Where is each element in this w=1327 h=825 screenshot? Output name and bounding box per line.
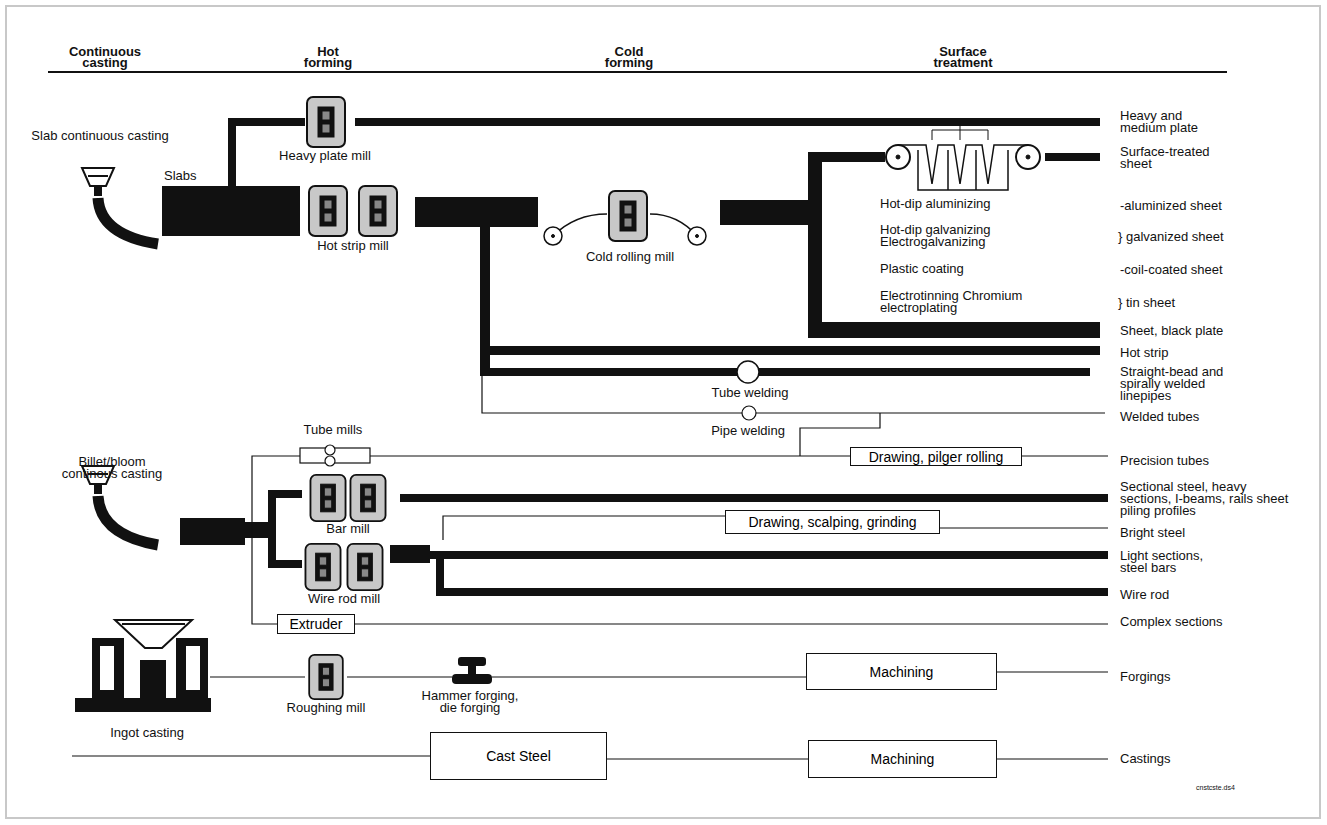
column-header: Continuous casting [55,46,155,68]
process-label: Roughing mill [271,702,381,714]
process-label: Heavy plate mill [265,150,385,162]
process-label: Cold rolling mill [565,251,695,263]
process-label: Ingot casting [92,727,202,739]
process-label: Sheet, black plate [1120,325,1320,337]
process-label: } galvanized sheet [1118,231,1318,243]
box-text: Cast Steel [480,748,557,764]
process-label: Billet/bloom continous casting [52,456,172,480]
process-label: Light sections, steel bars [1120,550,1220,574]
process-box: Extruder [277,614,355,634]
flow-connector [607,759,808,760]
column-header: Cold forming [591,46,667,68]
process-label: Hammer forging, die forging [415,690,525,714]
process-label: Pipe welding [698,425,798,437]
process-label: Heavy and medium plate [1120,110,1215,134]
box-text: Machining [864,664,940,680]
process-label: Wire rod [1120,589,1320,601]
process-label: -aluminized sheet [1120,200,1320,212]
slab-line [82,97,1105,456]
process-box: Drawing, scalping, grinding [725,510,940,534]
process-box: Machining [806,653,997,690]
process-label: Tube mills [283,424,383,436]
process-label: Surface-treated sheet [1120,146,1220,170]
connector-line [607,758,808,759]
process-label: Plastic coating [880,263,1030,275]
process-label: Sectional steel, heavy sections, I-beams… [1120,481,1290,517]
process-label: Complex sections [1120,616,1320,628]
page-frame [6,6,1320,818]
process-label: Slabs [164,170,224,182]
process-label: } tin sheet [1118,297,1318,309]
process-label: -coil-coated sheet [1120,264,1320,276]
process-label: Welded tubes [1120,411,1320,423]
process-label: Forgings [1120,671,1320,683]
process-label: Slab continuous casting [30,130,170,142]
box-text: Extruder [284,616,349,632]
process-label: Straight-bead and spirally welded linepi… [1120,366,1240,402]
billet-line [82,445,1108,624]
process-label: Bar mill [298,523,398,535]
process-box: Drawing, pilger rolling [850,447,1022,466]
process-label: Hot strip [1120,347,1320,359]
process-label: Bright steel [1120,527,1320,539]
process-label: Wire rod mill [289,593,399,605]
process-label: Electrotinning Chromium electroplating [880,290,1070,314]
process-label: Hot-dip galvanizing Electrogalvanizing [880,224,1030,248]
box-text: Machining [865,751,941,767]
process-label: cnstcste.ds4 [1196,784,1266,792]
process-label: Hot-dip aluminizing [880,198,1030,210]
process-label: Hot strip mill [298,240,408,252]
process-label: Tube welding [695,387,805,399]
process-box: Cast Steel [430,732,607,780]
process-box: Machining [808,740,997,778]
column-header: Hot forming [293,46,363,68]
box-text: Drawing, scalping, grinding [742,514,922,530]
process-label: Precision tubes [1120,455,1320,467]
process-label: Castings [1120,753,1320,765]
box-text: Drawing, pilger rolling [863,449,1010,465]
column-header: Surface treatment [918,46,1008,68]
